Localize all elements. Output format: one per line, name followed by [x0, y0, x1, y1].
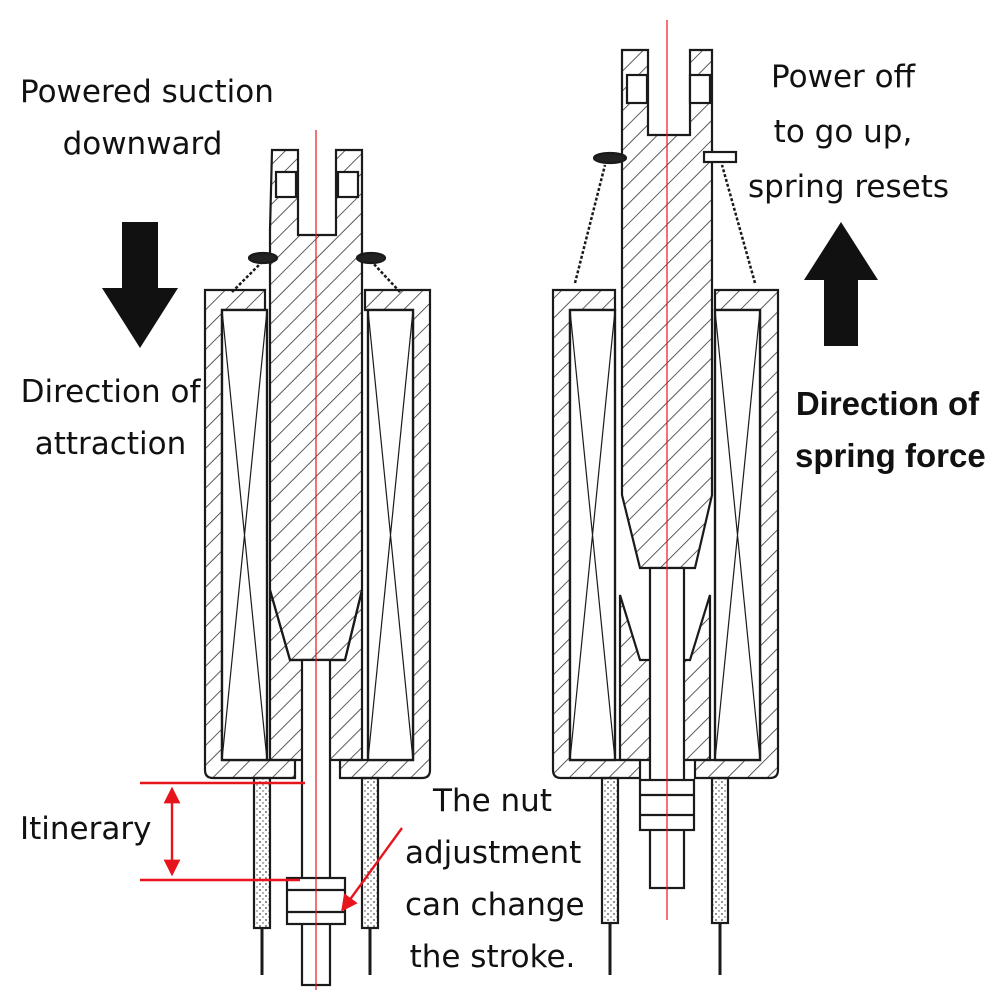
power-off-label: Power off to go up, spring resets	[748, 50, 950, 215]
direction-spring-line-1: Direction of	[795, 385, 980, 422]
stroke-annotation	[140, 781, 403, 912]
power-off-line-1: Power off	[771, 59, 915, 95]
nut-adjustment-label: The nut adjustment can change the stroke…	[405, 775, 585, 983]
powered-suction-line-1: Powered suction	[20, 74, 274, 110]
nut-adjustment-line-4: the stroke.	[409, 939, 576, 975]
nut-adjustment-line-3: can change	[405, 887, 585, 923]
itinerary-label: Itinerary	[20, 811, 152, 847]
arrow-up-icon	[804, 222, 878, 346]
direction-attraction-line-2: attraction	[34, 426, 187, 462]
direction-spring-line-2: spring force	[795, 437, 986, 474]
nut-adjustment-line-2: adjustment	[405, 835, 582, 871]
direction-attraction-line-1: Direction of	[20, 374, 201, 410]
nut-adjustment-line-1: The nut	[433, 783, 552, 819]
right-solenoid	[551, 48, 780, 975]
direction-attraction-label: Direction of attraction	[18, 366, 203, 470]
powered-suction-label: Powered suction downward	[20, 66, 274, 170]
arrow-down-icon	[102, 222, 178, 348]
power-off-line-3: spring resets	[748, 169, 950, 205]
direction-spring-label: Direction of spring force	[795, 378, 986, 482]
left-solenoid	[203, 148, 432, 987]
power-off-line-2: to go up,	[773, 114, 913, 150]
powered-suction-line-2: downward	[62, 126, 223, 162]
